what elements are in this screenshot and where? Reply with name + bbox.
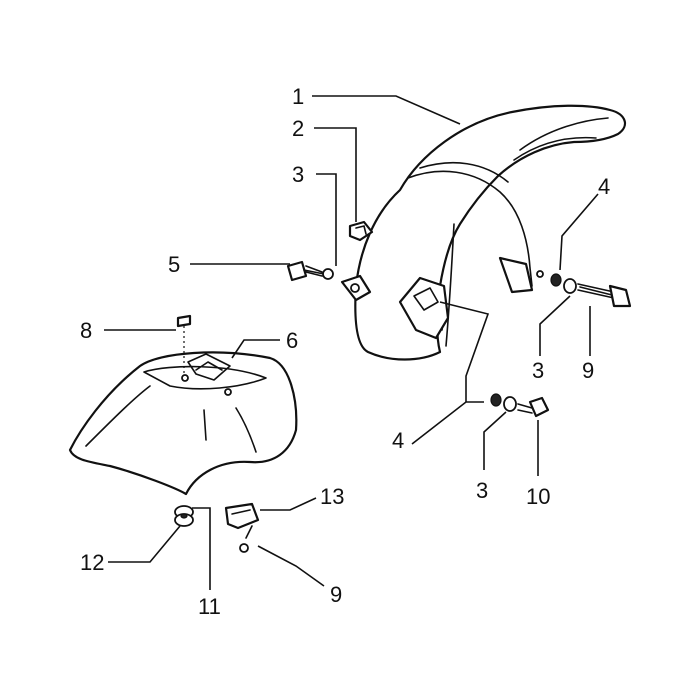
- clip-nut: [348, 220, 374, 242]
- callout-3: 3: [532, 358, 544, 383]
- callout-12: 12: [80, 550, 104, 575]
- bolt-9-assembly: [536, 270, 632, 308]
- rubber-12: [174, 505, 194, 527]
- bolt-10-assembly: [490, 393, 550, 418]
- clamp-13: [224, 502, 260, 553]
- callout-3: 3: [476, 478, 488, 503]
- callout-13: 13: [320, 484, 344, 509]
- leader-lines: [104, 95, 599, 590]
- screw-5: [286, 260, 334, 282]
- callout-labels: 1 2 3 4 5 3 9 8 6 4 3 10 13 12 11 9: [80, 84, 610, 619]
- callout-4: 4: [392, 428, 404, 453]
- callout-9: 9: [330, 582, 342, 607]
- screw-8: [176, 314, 192, 376]
- front-mudguard: [340, 104, 627, 361]
- callout-6: 6: [286, 328, 298, 353]
- callout-10: 10: [526, 484, 550, 509]
- callout-1: 1: [292, 84, 304, 109]
- callout-11: 11: [198, 594, 221, 619]
- callout-4: 4: [598, 174, 610, 199]
- callout-5: 5: [168, 252, 180, 277]
- lower-cover: [68, 351, 298, 496]
- callout-3: 3: [292, 162, 304, 187]
- callout-8: 8: [80, 318, 92, 343]
- callout-9: 9: [582, 358, 594, 383]
- callout-2: 2: [292, 116, 304, 141]
